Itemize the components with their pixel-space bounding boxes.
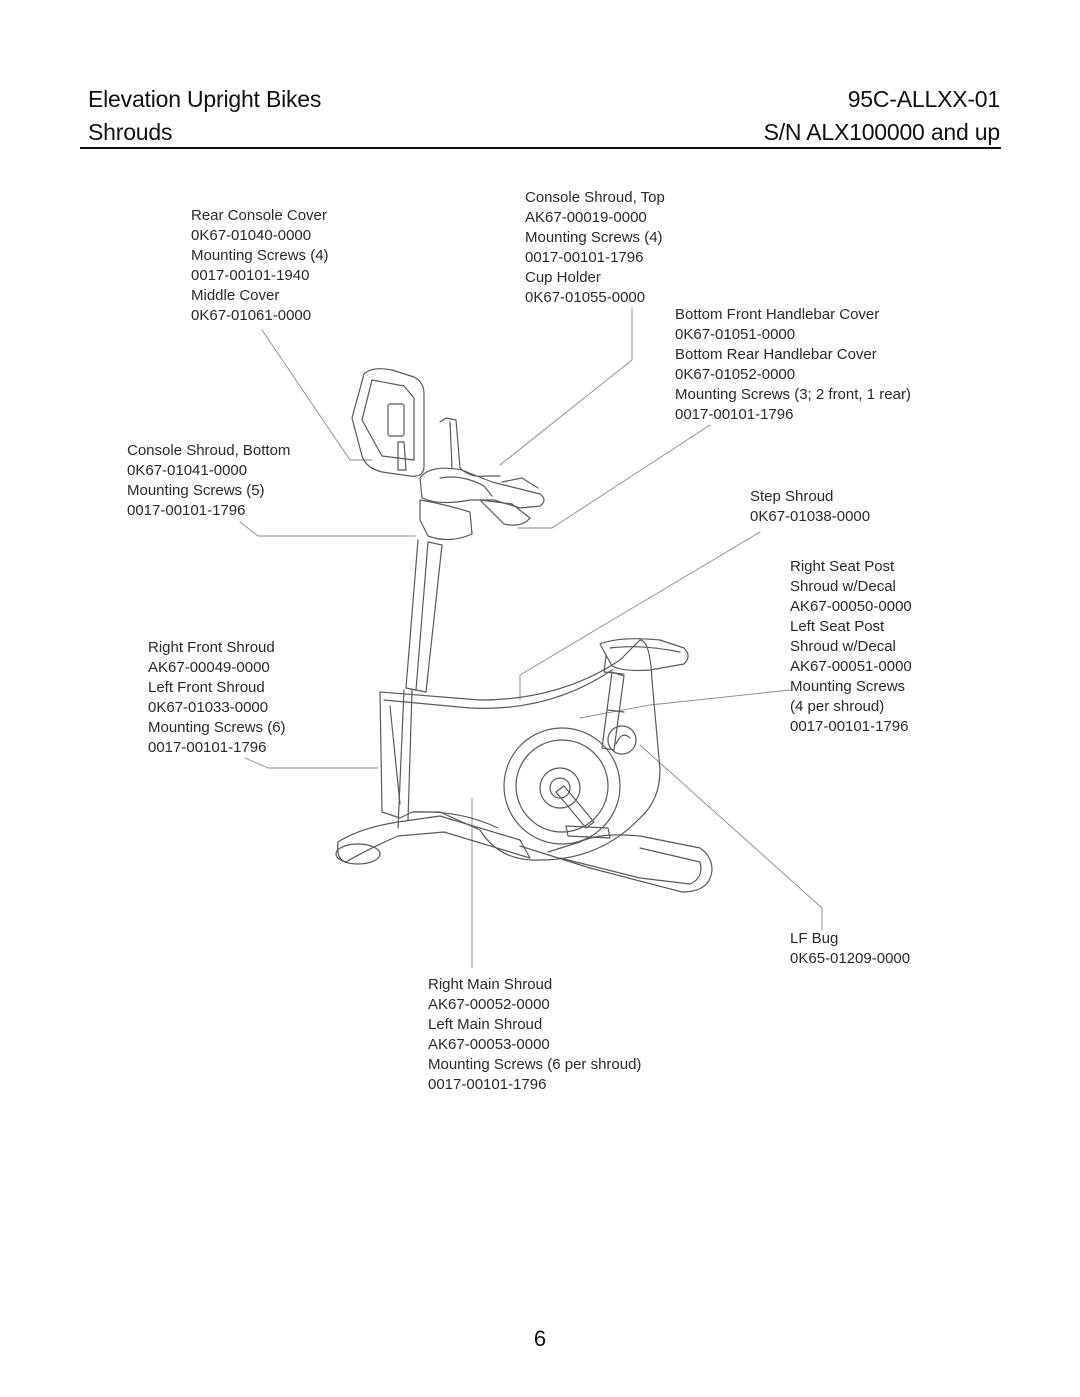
front-screws-part: 0017-00101-1796 xyxy=(148,739,267,756)
callout-handlebar: Bottom Front Handlebar Cover 0K67-01051-… xyxy=(675,305,911,425)
middle-cover-part: 0K67-01061-0000 xyxy=(191,307,312,324)
console-shroud-bottom-label: Console Shroud, Bottom xyxy=(127,442,291,459)
right-seat-post-label: Right Seat Post xyxy=(790,558,895,575)
doc-title: Elevation Upright Bikes xyxy=(88,86,322,112)
rear-console-cover-part: 0K67-01040-0000 xyxy=(191,227,312,244)
callout-main: Right Main Shroud AK67-00052-0000 Left M… xyxy=(428,975,641,1095)
section-title: Shrouds xyxy=(88,119,173,145)
leader-rear-console xyxy=(261,329,373,461)
console-top-screws-part: 0017-00101-1796 xyxy=(525,249,644,266)
lf-bug-label: LF Bug xyxy=(790,930,839,947)
callout-front: Right Front Shroud AK67-00049-0000 Left … xyxy=(148,638,286,758)
callout-console-bottom: Console Shroud, Bottom 0K67-01041-0000 M… xyxy=(127,441,290,521)
seat-post xyxy=(601,671,625,751)
step-shroud-part: 0K67-01038-0000 xyxy=(750,508,871,525)
handlebar-screws-part: 0017-00101-1796 xyxy=(675,406,794,423)
handlebar-loop xyxy=(419,467,545,509)
left-main-shroud-label: Left Main Shroud xyxy=(428,1016,543,1033)
handlebar-screws-label: Mounting Screws (3; 2 front, 1 rear) xyxy=(675,386,911,403)
leader-front xyxy=(244,757,379,769)
leader-console-bottom xyxy=(239,521,416,537)
model-number: 95C-ALLXX-01 xyxy=(847,86,1001,112)
front-screws-label: Mounting Screws (6) xyxy=(148,719,286,736)
right-front-shroud-part: AK67-00049-0000 xyxy=(148,659,270,676)
steering-column xyxy=(405,539,429,691)
bike-outline xyxy=(335,368,713,893)
console-base xyxy=(419,499,473,541)
leader-step xyxy=(519,531,761,701)
seat-post-screws-qty: (4 per shroud) xyxy=(790,698,885,715)
handlebar-left xyxy=(439,417,501,477)
left-front-shroud-part: 0K67-01033-0000 xyxy=(148,699,269,716)
right-seat-post-part: AK67-00050-0000 xyxy=(790,598,912,615)
right-main-shroud-label: Right Main Shroud xyxy=(428,976,553,993)
flywheel-hub xyxy=(539,767,581,809)
callout-lf-bug: LF Bug 0K65-01209-0000 xyxy=(790,929,910,969)
leader-seat-post xyxy=(579,689,791,719)
pedal xyxy=(565,825,611,839)
bottom-front-handlebar-label: Bottom Front Handlebar Cover xyxy=(675,306,880,323)
console-shell xyxy=(351,368,425,477)
console-bottom-screws-part: 0017-00101-1796 xyxy=(127,502,246,519)
main-frame xyxy=(379,639,661,861)
seat xyxy=(599,638,689,672)
rear-console-screws-label: Mounting Screws (4) xyxy=(191,247,329,264)
lf-logo xyxy=(607,725,637,755)
rear-base xyxy=(519,834,713,893)
serial-range: S/N ALX100000 and up xyxy=(763,119,1001,145)
flywheel-outer xyxy=(503,727,621,845)
crank-arm xyxy=(555,785,595,829)
rear-console-cover-label: Rear Console Cover xyxy=(191,207,327,224)
seat-post-screws-label: Mounting Screws xyxy=(790,678,906,695)
left-seat-post-label: Left Seat Post xyxy=(790,618,885,635)
callout-step: Step Shroud 0K67-01038-0000 xyxy=(750,487,870,527)
main-screws-label: Mounting Screws (6 per shroud) xyxy=(428,1056,642,1073)
leader-handlebar xyxy=(517,424,711,529)
leader-lf-bug xyxy=(639,744,823,931)
bottom-rear-handlebar-part: 0K67-01052-0000 xyxy=(675,366,796,383)
console-shroud-top-part: AK67-00019-0000 xyxy=(525,209,647,226)
left-seat-post-part: AK67-00051-0000 xyxy=(790,658,912,675)
right-main-shroud-part: AK67-00052-0000 xyxy=(428,996,550,1013)
step-shroud-label: Step Shroud xyxy=(750,488,834,505)
seat-post-screws-part: 0017-00101-1796 xyxy=(790,718,909,735)
leader-console-top xyxy=(499,307,633,466)
console-shroud-top-label: Console Shroud, Top xyxy=(525,189,665,206)
right-front-shroud-label: Right Front Shroud xyxy=(148,639,275,656)
callout-seat-post: Right Seat Post Shroud w/Decal AK67-0005… xyxy=(790,557,912,737)
bottom-rear-handlebar-label: Bottom Rear Handlebar Cover xyxy=(675,346,877,363)
front-stabilizer xyxy=(337,815,531,863)
header-rule xyxy=(80,147,1001,149)
leader-lines xyxy=(239,307,823,969)
bottom-front-handlebar-part: 0K67-01051-0000 xyxy=(675,326,796,343)
cup-holder-part: 0K67-01055-0000 xyxy=(525,289,646,306)
cup-holder-label: Cup Holder xyxy=(525,269,601,286)
right-seat-post-decal: Shroud w/Decal xyxy=(790,578,896,595)
callout-console-top: Console Shroud, Top AK67-00019-0000 Moun… xyxy=(525,188,665,308)
main-screws-part: 0017-00101-1796 xyxy=(428,1076,547,1093)
console-shroud-bottom-part: 0K67-01041-0000 xyxy=(127,462,248,479)
middle-cover-label: Middle Cover xyxy=(191,287,280,304)
left-main-shroud-part: AK67-00053-0000 xyxy=(428,1036,550,1053)
callout-rear-console: Rear Console Cover 0K67-01040-0000 Mount… xyxy=(191,206,329,326)
lf-bug-part: 0K65-01209-0000 xyxy=(790,950,911,967)
console-top-screws-label: Mounting Screws (4) xyxy=(525,229,663,246)
left-seat-post-decal: Shroud w/Decal xyxy=(790,638,896,655)
left-front-shroud-label: Left Front Shroud xyxy=(148,679,265,696)
console-bottom-screws-label: Mounting Screws (5) xyxy=(127,482,265,499)
rear-console-screws-part: 0017-00101-1940 xyxy=(191,267,310,284)
page-number: 6 xyxy=(533,1326,547,1351)
